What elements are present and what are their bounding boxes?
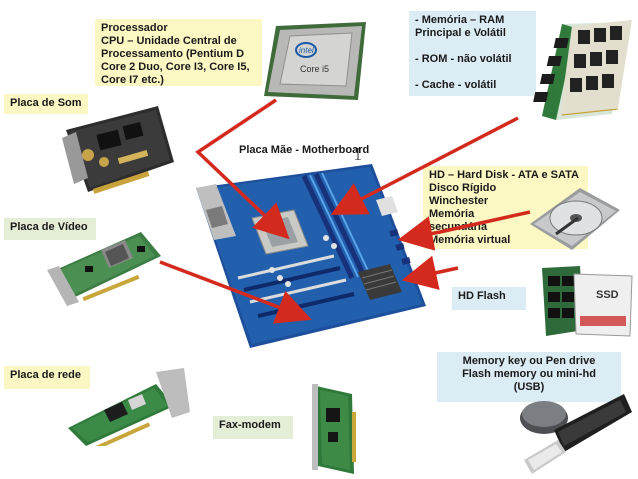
processor-label: Processador CPU – Unidade Central de Pro… [95,19,262,86]
fax-modem-label: Fax-modem [213,416,293,439]
ssd-label-text: SSD [596,289,619,301]
text-cursor-icon [355,148,361,160]
hd-flash-label: HD Flash [452,287,526,310]
video-card-label: Placa de Vídeo [4,218,96,240]
sound-card-label: Placa de Som [4,94,88,114]
pen-drive-label: Memory key ou Pen drive Flash memory ou … [437,352,621,402]
network-card-image [64,366,192,446]
fax-modem-image [308,382,364,478]
pen-drive-image [514,390,632,476]
hard-disk-image [526,184,622,254]
arrow-video-card [159,260,312,324]
arrow-memory [330,116,519,215]
ssd-image: SSD [540,264,636,340]
arrow-hard-disk [397,210,531,251]
cpu-model-text: Core i5 [300,64,329,74]
sound-card-image [58,100,176,195]
cpu-brand-text: intel [299,46,314,55]
arrow-hd-flash [401,255,459,290]
network-card-label: Placa de rede [4,366,90,389]
video-card-image [45,226,165,306]
cpu-image: intel Core i5 [262,20,368,104]
ram-image [532,18,637,120]
memory-label: - Memória – RAM Principal e Volátil - RO… [409,11,536,96]
arrow-processor [195,98,290,240]
motherboard-label: Placa Mãe - Motherboard [239,144,370,156]
